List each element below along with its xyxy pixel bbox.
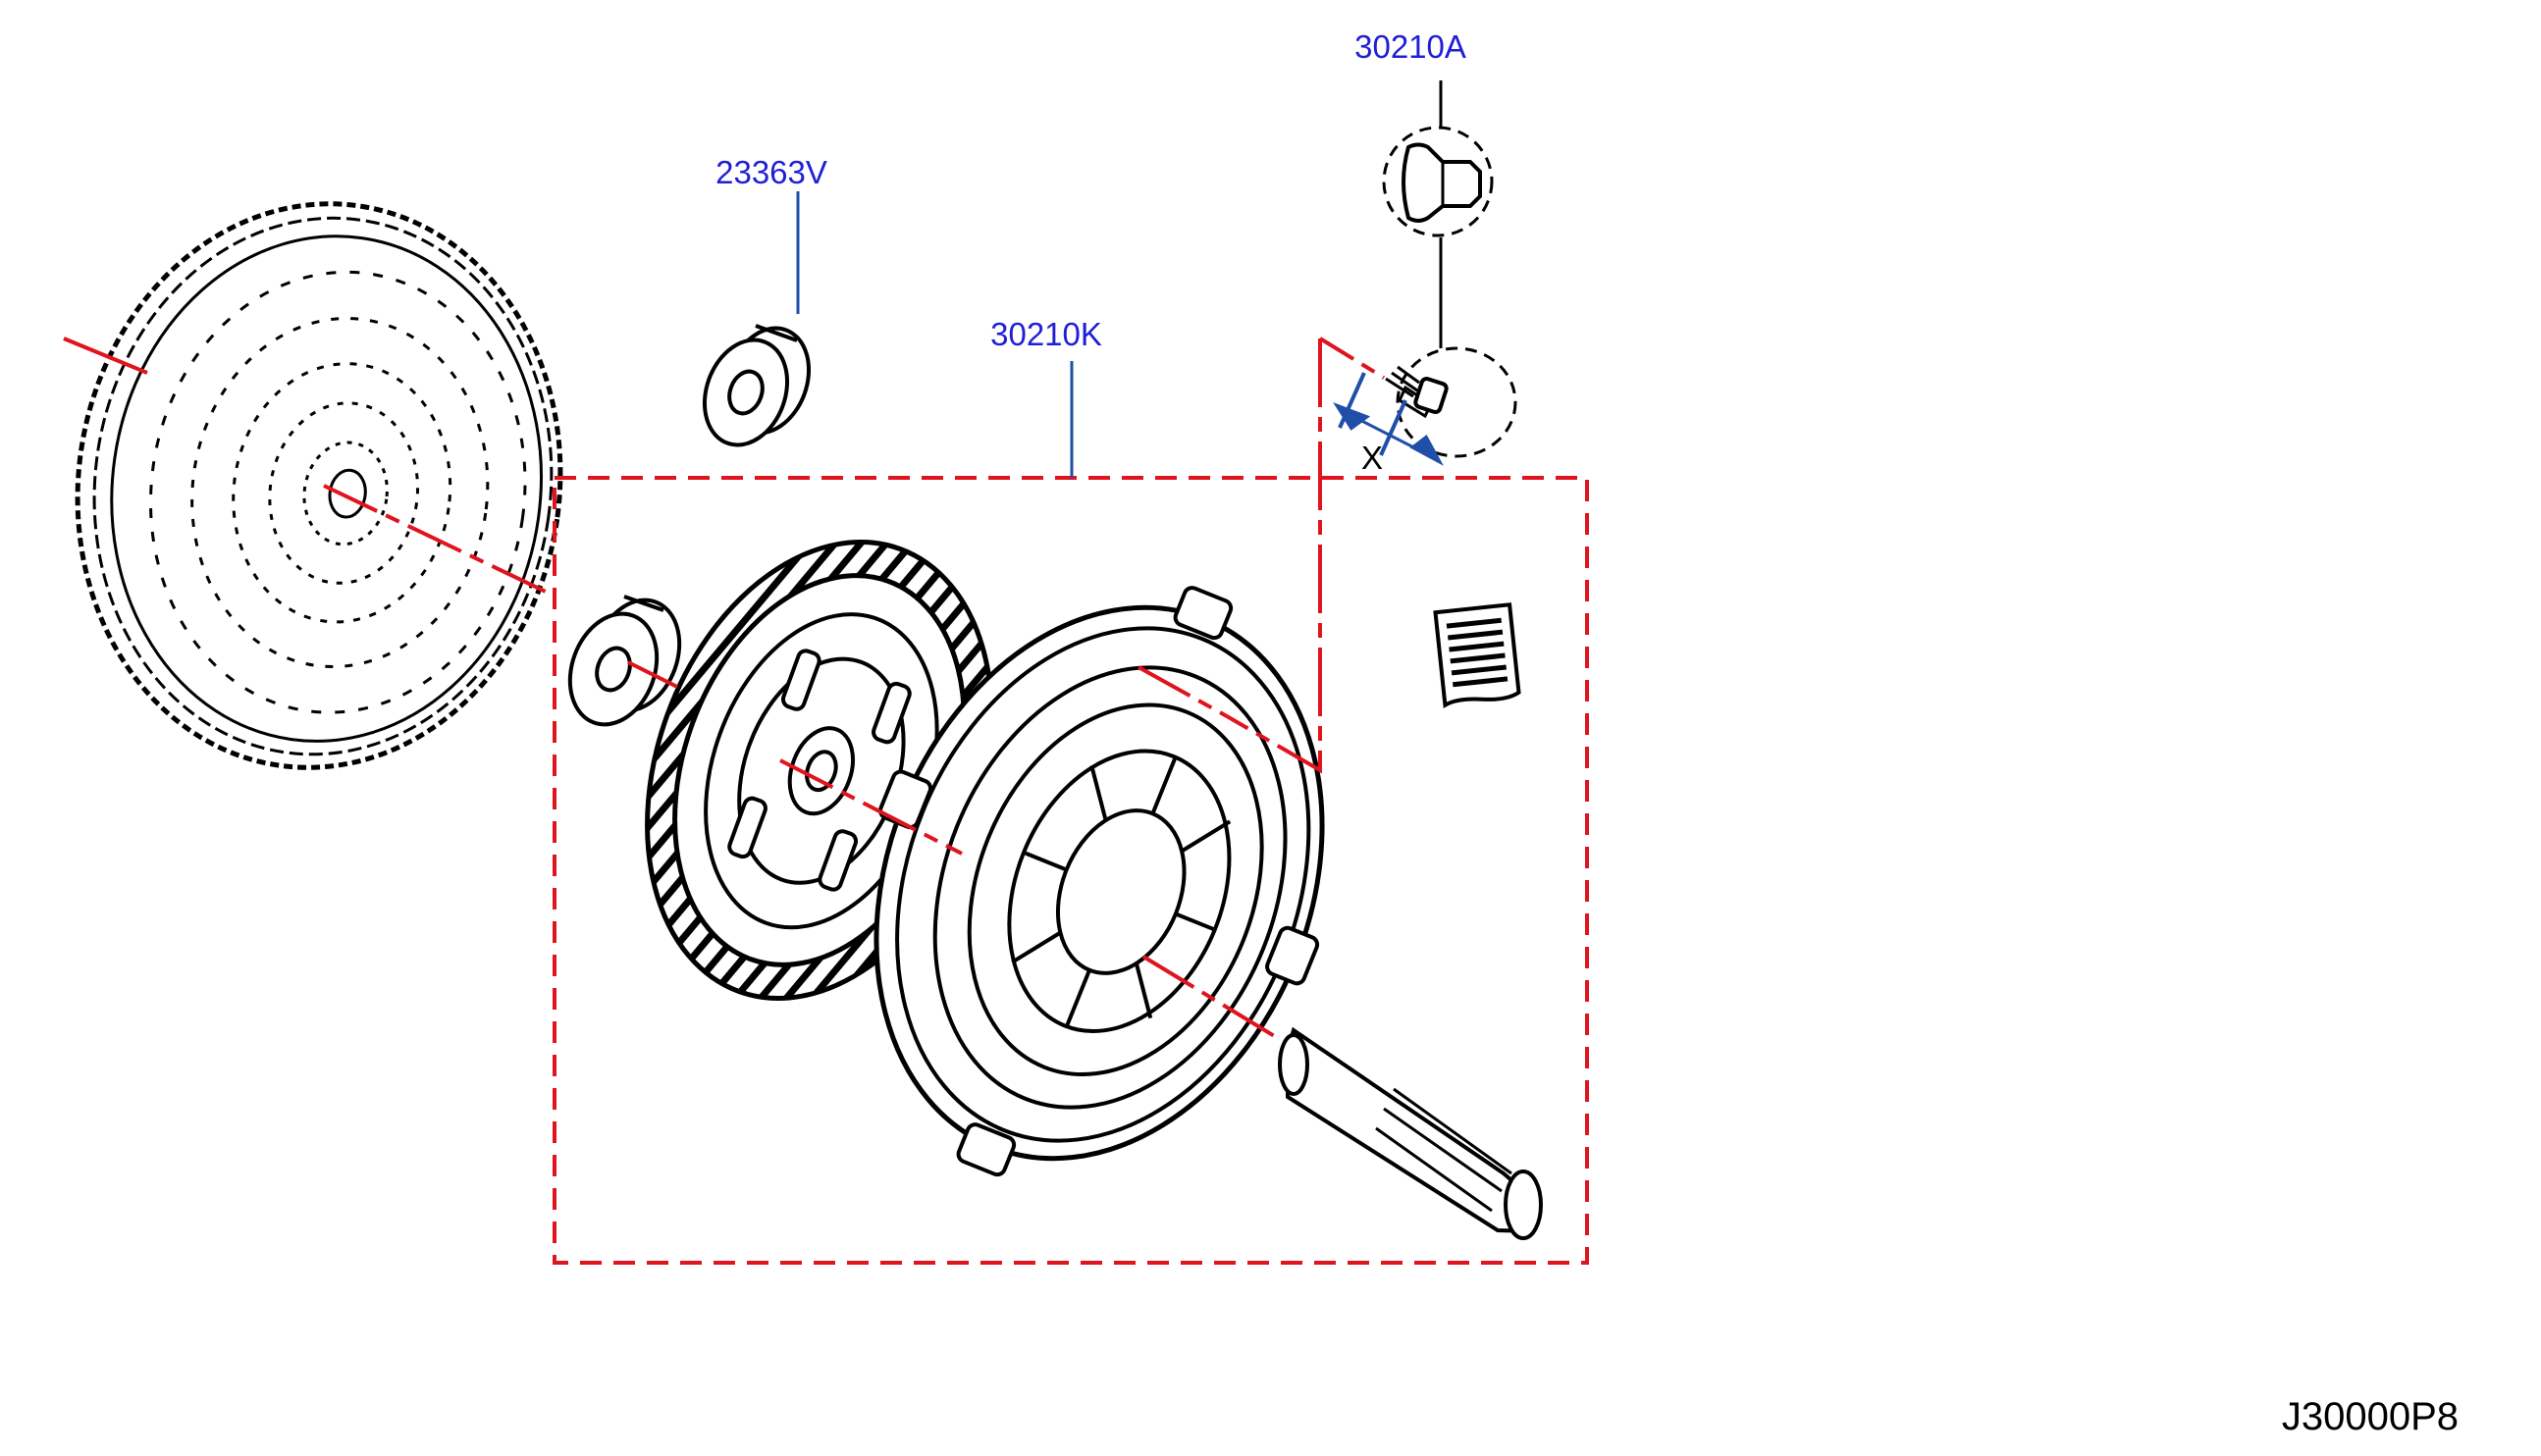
input-shaft xyxy=(1278,1026,1543,1240)
instruction-sheet xyxy=(1433,602,1521,709)
center-lines xyxy=(63,337,1386,1042)
bolt-head-detail xyxy=(1382,126,1494,237)
bolt-detail-circle xyxy=(1396,346,1517,458)
callout-pilot-bushing[interactable]: 23363V xyxy=(715,154,827,190)
leaders xyxy=(796,191,1074,478)
clutch-kit-boundary xyxy=(553,476,1589,1265)
bolt-reference-line xyxy=(1225,338,1322,774)
pilot-bushing-inline xyxy=(567,595,682,727)
clutch-bolt xyxy=(1385,346,1517,458)
pilot-bushing-upper xyxy=(702,324,812,447)
measure-mark: X xyxy=(1361,440,1383,476)
callout-clutch-kit[interactable]: 30210K xyxy=(990,316,1102,352)
diagram-id: J30000P8 xyxy=(2282,1395,2459,1438)
flywheel xyxy=(75,201,563,770)
dimension-x xyxy=(1333,372,1444,466)
callout-clutch-bolt[interactable]: 30210A xyxy=(1354,28,1466,65)
clutch-cover xyxy=(873,586,1325,1177)
